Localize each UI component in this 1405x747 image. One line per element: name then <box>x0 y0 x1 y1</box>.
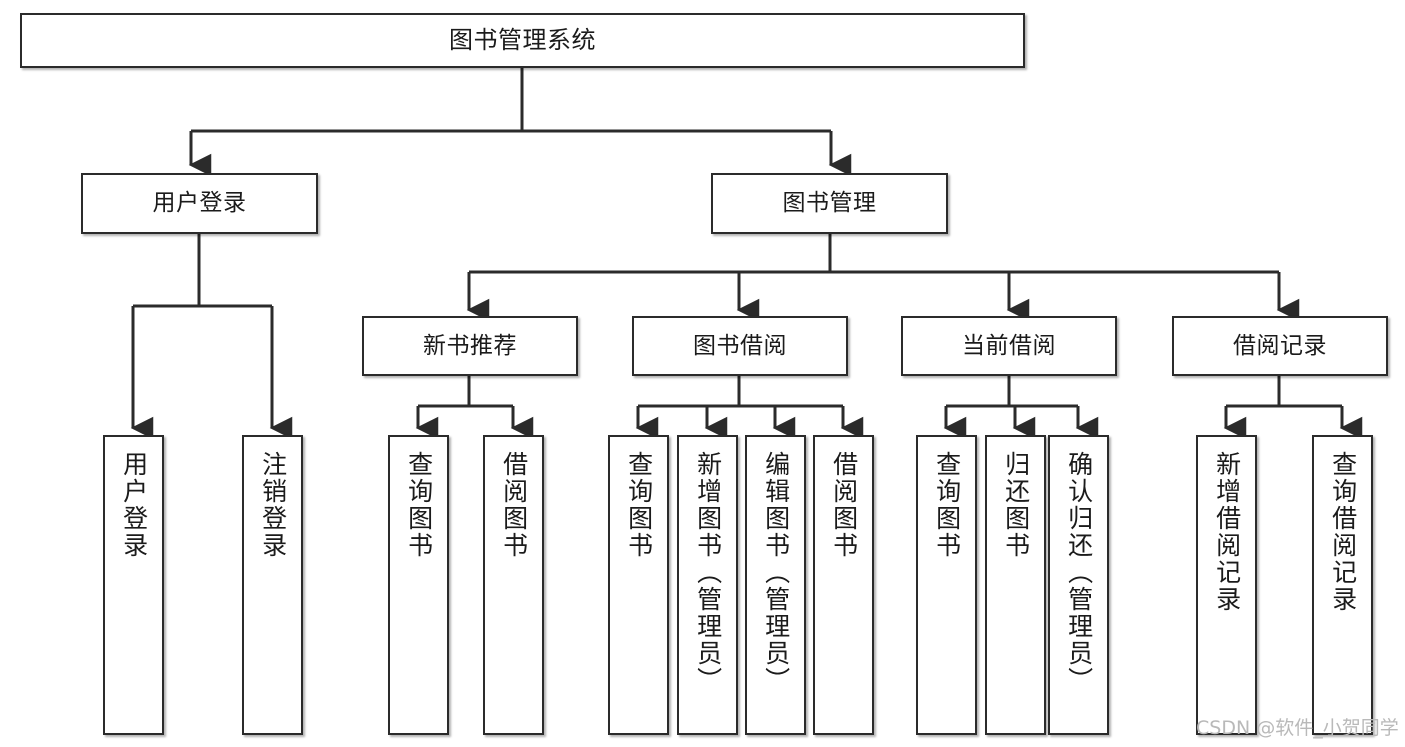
leaf-borrow-add-book-admin[interactable]: 新增图书（管理员） <box>677 435 738 735</box>
leaf-current-return-book[interactable]: 归还图书 <box>985 435 1046 735</box>
node-label: 查询图书 <box>932 451 962 559</box>
leaf-record-query-record[interactable]: 查询借阅记录 <box>1312 435 1373 735</box>
leaf-user-logout[interactable]: 注销登录 <box>242 435 303 735</box>
leaf-user-login[interactable]: 用户登录 <box>103 435 164 735</box>
node-label: 用户登录 <box>152 190 247 217</box>
node-book-management[interactable]: 图书管理 <box>711 173 948 234</box>
leaf-current-confirm-return-admin[interactable]: 确认归还（管理员） <box>1048 435 1109 735</box>
node-current-borrow[interactable]: 当前借阅 <box>901 316 1117 376</box>
leaf-current-query-book[interactable]: 查询图书 <box>916 435 977 735</box>
node-label: 图书借阅 <box>693 332 787 359</box>
node-label: 借阅记录 <box>1233 332 1327 359</box>
node-label: 查询借阅记录 <box>1328 451 1358 613</box>
node-label: 用户登录 <box>119 451 149 559</box>
node-new-book-recommend[interactable]: 新书推荐 <box>362 316 578 376</box>
node-label: 查询图书 <box>624 451 654 559</box>
node-borrow-record[interactable]: 借阅记录 <box>1172 316 1388 376</box>
node-root-system[interactable]: 图书管理系统 <box>20 13 1025 68</box>
leaf-borrow-borrow-book[interactable]: 借阅图书 <box>813 435 874 735</box>
node-label: 新增借阅记录 <box>1212 451 1242 613</box>
node-book-borrow[interactable]: 图书借阅 <box>632 316 848 376</box>
node-label: 查询图书 <box>404 451 434 559</box>
node-label: 借阅图书 <box>829 451 859 559</box>
leaf-record-add-record[interactable]: 新增借阅记录 <box>1196 435 1257 735</box>
node-label: 当前借阅 <box>962 332 1056 359</box>
node-label: 归还图书 <box>1001 451 1031 559</box>
node-label: 编辑图书（管理员） <box>761 451 791 694</box>
node-label: 注销登录 <box>258 451 288 559</box>
node-label: 确认归还（管理员） <box>1064 451 1094 694</box>
node-label: 新增图书（管理员） <box>693 451 723 694</box>
node-label: 借阅图书 <box>499 451 529 559</box>
node-label: 新书推荐 <box>423 332 517 359</box>
node-label: 图书管理 <box>782 190 877 217</box>
leaf-recommend-borrow-book[interactable]: 借阅图书 <box>483 435 544 735</box>
csdn-watermark: CSDN @软件_小贺同学 <box>1196 717 1399 739</box>
leaf-recommend-query-book[interactable]: 查询图书 <box>388 435 449 735</box>
node-label: 图书管理系统 <box>449 25 596 54</box>
leaf-borrow-edit-book-admin[interactable]: 编辑图书（管理员） <box>745 435 806 735</box>
node-user-login[interactable]: 用户登录 <box>81 173 318 234</box>
leaf-borrow-query-book[interactable]: 查询图书 <box>608 435 669 735</box>
